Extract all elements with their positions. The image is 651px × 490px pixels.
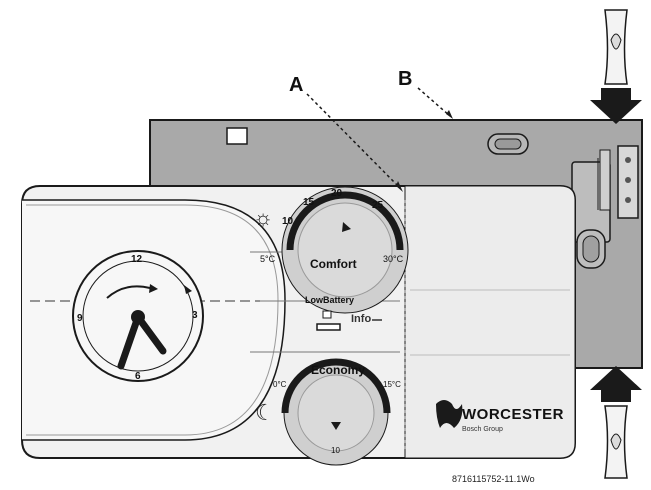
comfort-tick-25: 25 xyxy=(372,200,384,211)
comfort-dial[interactable] xyxy=(281,186,409,314)
clock-label-9: 9 xyxy=(77,313,83,324)
comfort-tick-20: 20 xyxy=(331,188,343,199)
comfort-max-label: 30°C xyxy=(383,254,404,264)
comfort-title: Comfort xyxy=(310,257,357,271)
comfort-min-label: 5°C xyxy=(260,254,276,264)
callout-a: A xyxy=(289,74,304,96)
clock-face xyxy=(72,250,204,382)
economy-max-label: 15°C xyxy=(383,380,401,389)
clock-label-3: 3 xyxy=(192,310,198,321)
status-area xyxy=(316,310,382,331)
economy-title: Economy xyxy=(311,363,366,377)
info-label[interactable]: Info xyxy=(351,313,372,325)
clock-label-6: 6 xyxy=(135,371,141,382)
tool-top xyxy=(604,9,628,85)
clock-label-12: 12 xyxy=(131,254,143,265)
economy-dial[interactable] xyxy=(281,358,391,466)
tool-bottom xyxy=(604,405,628,479)
comfort-tick-15: 15 xyxy=(303,197,315,208)
brand-subtitle: Bosch Group xyxy=(462,426,503,433)
comfort-tick-10: 10 xyxy=(282,216,294,227)
low-battery-label: LowBattery xyxy=(305,295,355,305)
worcester-w-logo xyxy=(436,400,463,428)
down-arrow-icon xyxy=(590,88,642,124)
callout-b: B xyxy=(398,68,413,90)
sun-icon: ☼ xyxy=(253,205,274,230)
economy-min-label: 0°C xyxy=(273,380,287,389)
moon-icon: ☾ xyxy=(255,400,275,425)
brand-name: WORCESTER xyxy=(462,406,564,423)
up-arrow-icon xyxy=(590,366,642,402)
figure-reference: 8716115752-11.1Wo xyxy=(452,474,535,484)
economy-tick-10: 10 xyxy=(331,446,340,455)
callout-lines xyxy=(306,87,453,192)
